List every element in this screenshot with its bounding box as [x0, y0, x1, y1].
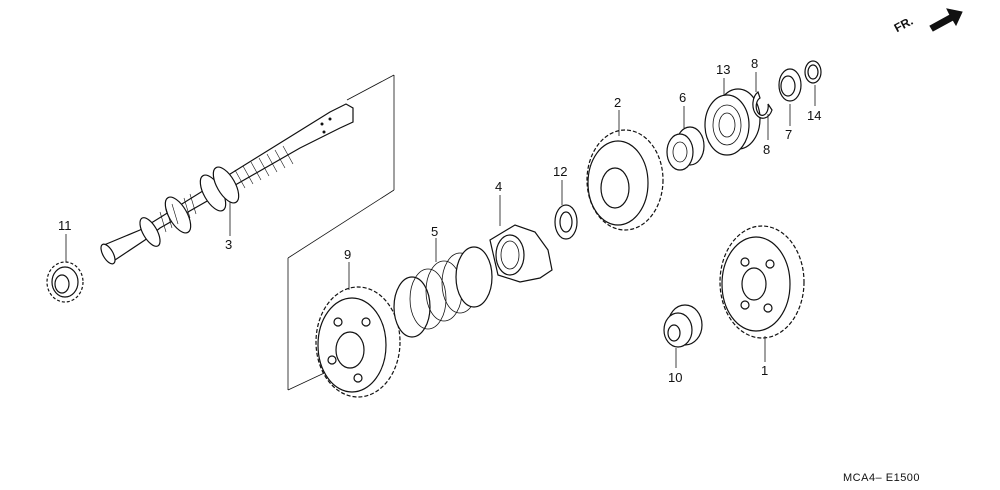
washer-part-7: [778, 68, 802, 102]
bearing-part-13: [704, 88, 761, 156]
gear-part-2: [586, 129, 664, 231]
bevel-gear-part-9: [315, 286, 401, 398]
main-shaft-part-3: [100, 103, 354, 265]
callout-10: 10: [668, 370, 683, 385]
callout-11: 11: [58, 218, 72, 233]
callout-1: 1: [761, 363, 769, 378]
callout-8-lower: 8: [763, 142, 771, 157]
nut-part-10: [663, 304, 703, 348]
circlip-part-14: [804, 60, 822, 84]
callout-4: 4: [495, 179, 503, 194]
callout-9: 9: [344, 247, 352, 262]
callout-14: 14: [807, 108, 822, 123]
large-gear-part-1: [719, 225, 805, 339]
callout-12: 12: [553, 164, 568, 179]
collar-part-6: [666, 126, 705, 171]
spring-part-5: [393, 246, 493, 338]
callout-8-upper: 8: [751, 56, 759, 71]
callout-3: 3: [225, 237, 233, 252]
callout-2: 2: [614, 95, 622, 110]
dog-clutch-part-4: [489, 224, 553, 283]
snap-ring-part-8: [752, 90, 773, 119]
gear-nut-part-11: [46, 261, 84, 303]
figure-code: MCA4– E1500: [843, 472, 921, 484]
callout-6: 6: [679, 90, 687, 105]
washer-part-12: [554, 204, 578, 240]
leader-lines: [65, 72, 816, 368]
front-direction-arrow-icon: [929, 8, 963, 32]
assembly-bracket: [287, 74, 395, 391]
callout-13: 13: [716, 62, 731, 77]
callout-7: 7: [785, 127, 793, 142]
callout-5: 5: [431, 224, 439, 239]
